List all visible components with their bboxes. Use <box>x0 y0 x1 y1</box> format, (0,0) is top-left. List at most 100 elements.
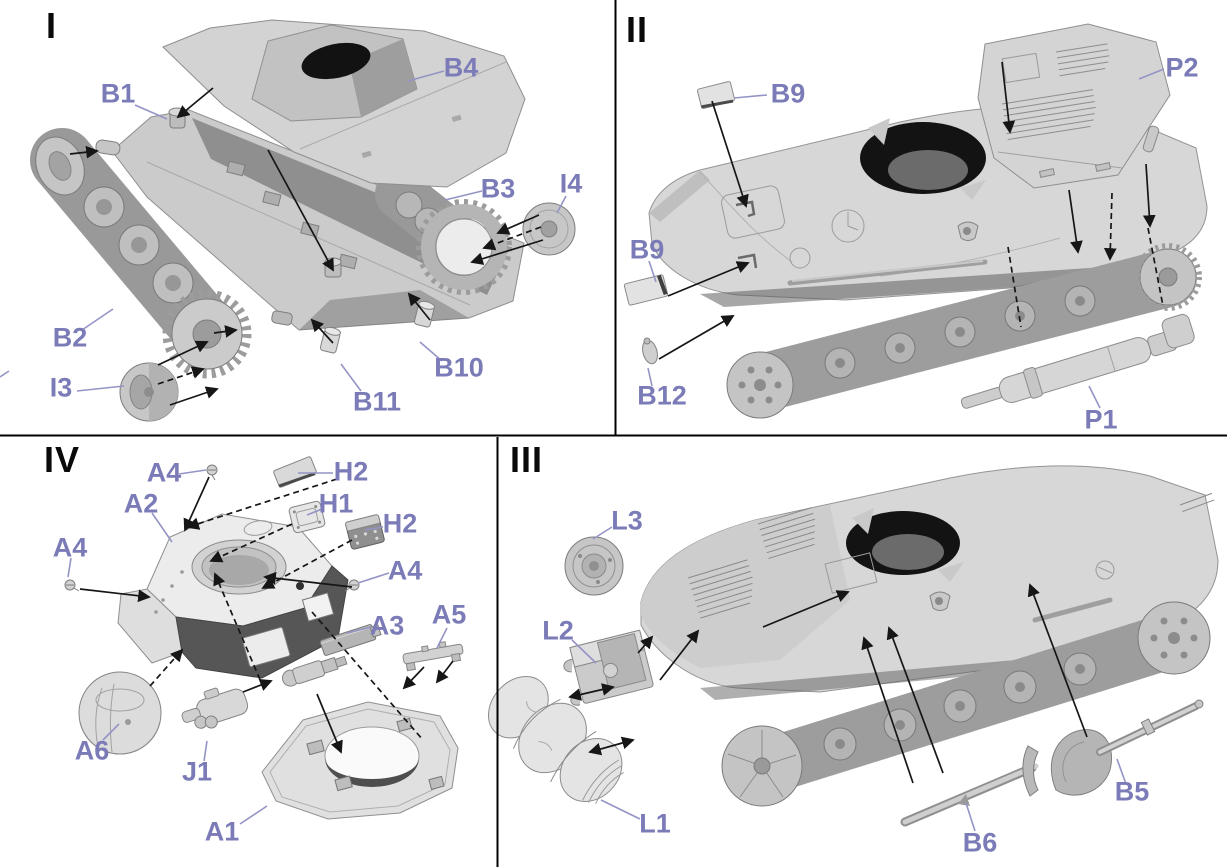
assembly-arrow <box>169 386 219 406</box>
screw-part-a4-top <box>206 464 218 481</box>
assembly-arrow <box>886 626 944 774</box>
part-label-l1: L1 <box>639 808 671 839</box>
annotation-layer <box>0 61 1165 832</box>
assembly-arrow <box>658 315 735 360</box>
part-label-l2: L2 <box>542 615 574 646</box>
part-label-a1: A1 <box>204 816 240 847</box>
assembly-arrow <box>209 523 293 563</box>
leader-line <box>203 740 208 762</box>
shovel-part-b5 <box>1050 699 1204 796</box>
exhaust-part-p1 <box>960 313 1195 409</box>
leader-line <box>407 70 445 82</box>
screw-part-a4-left <box>64 579 80 592</box>
leader-line <box>436 627 448 649</box>
leader-line <box>444 190 483 201</box>
assembly-arrow <box>1007 246 1022 328</box>
spare-wheel-part-l3 <box>564 536 624 596</box>
track-left-part-b2 <box>30 128 252 379</box>
assembly-arrow <box>1027 583 1088 738</box>
assembly-arrow <box>667 261 750 297</box>
leader-line <box>0 370 10 378</box>
part-label-a5: A5 <box>431 599 467 630</box>
assembly-arrow <box>407 292 431 321</box>
sprocket-hub-part-i3 <box>119 362 179 422</box>
rail-part-a5 <box>402 641 464 672</box>
assembly-arrow <box>588 736 635 756</box>
assembly-arrow <box>69 145 99 159</box>
panel-numeral-i: I <box>46 5 58 46</box>
assembly-arrow <box>267 149 334 272</box>
leader-line <box>306 508 323 516</box>
pickaxe-part-b6 <box>900 745 1039 827</box>
gun-breech-cluster <box>281 655 348 687</box>
turret-shell-part-a2 <box>117 513 349 679</box>
leader-line <box>1116 758 1127 785</box>
panel-numeral-iv: IV <box>44 439 81 480</box>
assembly-arrow <box>186 478 338 530</box>
assembly-arrow <box>1147 227 1164 307</box>
engine-hatch-part-p2 <box>977 23 1171 189</box>
track-right-part-b3 <box>375 169 512 295</box>
small-part-b10 <box>413 300 435 328</box>
leader-line <box>419 341 443 362</box>
leader-line <box>965 802 976 832</box>
part-label-b1: B1 <box>100 78 136 109</box>
assembly-arrow <box>1142 163 1156 228</box>
part-label-b12: B12 <box>637 380 687 411</box>
panel-i-artwork <box>30 19 576 422</box>
leader-line <box>1138 68 1165 80</box>
track-run <box>726 243 1202 419</box>
assembly-arrow <box>213 572 265 690</box>
assembly-arrow <box>402 666 425 690</box>
track-run <box>721 601 1211 807</box>
leader-line <box>346 626 372 634</box>
part-label-h1: H1 <box>318 488 354 519</box>
part-label-a2: A2 <box>123 488 159 519</box>
assembly-arrow <box>568 683 615 701</box>
upper-hull-part-b4 <box>162 19 526 188</box>
leader-line <box>647 367 653 387</box>
cupola-dome-part-a6 <box>78 671 162 755</box>
part-label-b10: B10 <box>434 352 484 383</box>
part-label-i4: I4 <box>559 168 583 199</box>
assembly-arrow <box>310 318 334 344</box>
assembly-arrow <box>316 693 343 754</box>
leader-line <box>648 260 657 283</box>
assembly-arrow <box>149 648 184 687</box>
part-label-j1: J1 <box>181 756 213 787</box>
leader-line <box>134 104 168 120</box>
sprocket-hub-part-i4 <box>522 202 576 256</box>
leader-line <box>81 308 114 331</box>
part-label-l3: L3 <box>611 505 643 536</box>
part-label-a4: A4 <box>387 555 423 586</box>
assembly-arrow <box>496 214 540 235</box>
hatch-part-h1 <box>288 500 326 534</box>
assembly-arrow <box>711 100 749 208</box>
panel-numeral-iii: III <box>510 439 544 480</box>
turret-base-part-a1 <box>261 701 459 820</box>
part-label-a4: A4 <box>52 532 88 563</box>
part-label-b3: B3 <box>480 173 516 204</box>
part-label-a6: A6 <box>74 735 110 766</box>
assembly-arrow <box>79 588 151 603</box>
part-label-b9: B9 <box>629 234 665 265</box>
leader-line <box>151 512 173 543</box>
assembly-arrow <box>311 611 424 741</box>
leader-line <box>76 385 125 392</box>
part-label-b6: B6 <box>962 827 998 858</box>
assembly-arrow <box>157 366 205 385</box>
assembly-arrow <box>157 340 209 366</box>
panel-numeral-ii: II <box>626 9 649 50</box>
leader-line <box>556 195 567 214</box>
leader-line <box>600 799 641 820</box>
part-label-a4: A4 <box>146 457 182 488</box>
assembly-arrow <box>261 539 353 589</box>
small-part-b9-top <box>697 81 735 109</box>
part-label-a3: A3 <box>369 610 405 641</box>
small-part-b9-side <box>623 274 669 306</box>
assembly-arrow <box>263 571 353 588</box>
assembly-arrow <box>659 629 700 681</box>
assembly-arrow <box>1001 61 1016 134</box>
